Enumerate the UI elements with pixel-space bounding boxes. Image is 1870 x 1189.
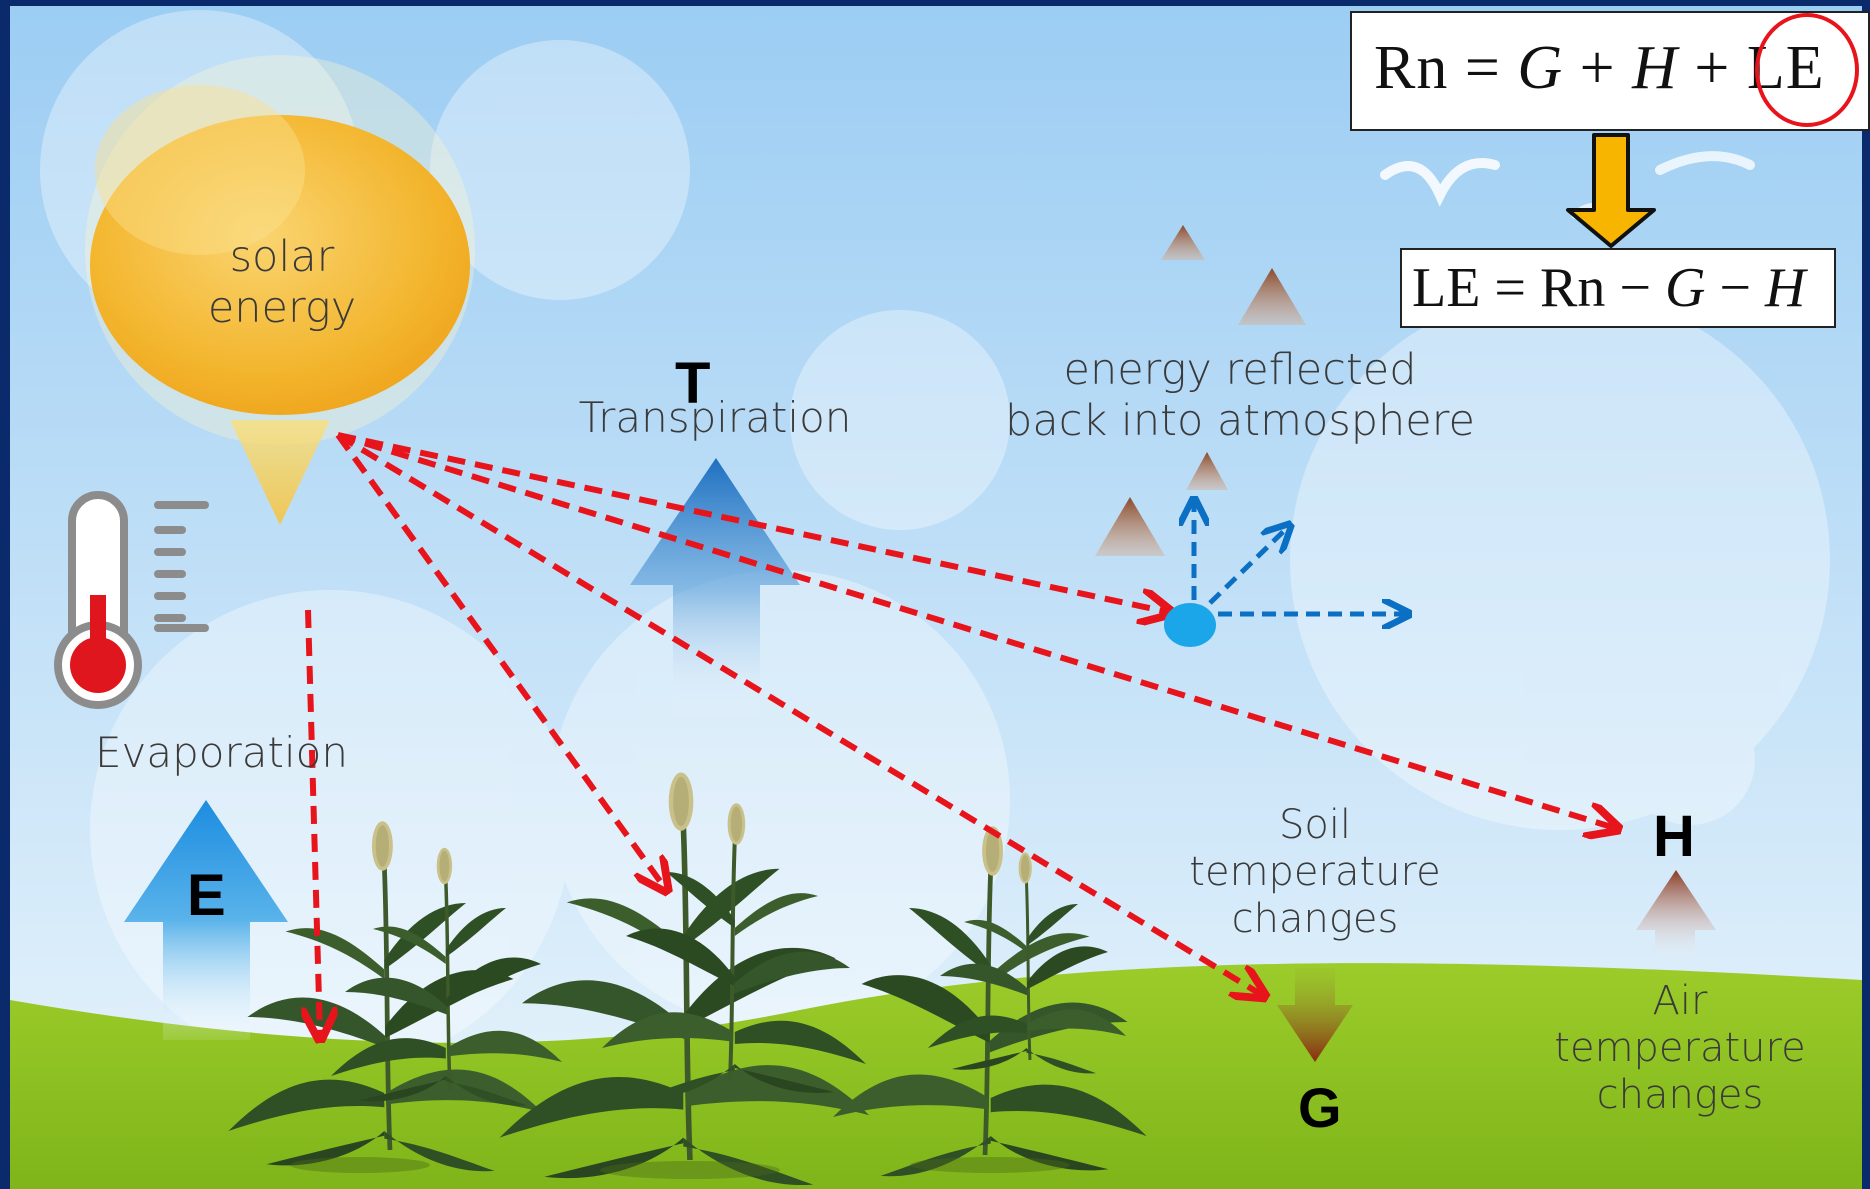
evaporation-label: Evaporation	[95, 728, 348, 777]
air-label-line1: Air	[1652, 978, 1708, 1024]
eq1-g: G	[1517, 34, 1564, 102]
reflected-energy-label: energy reflected back into atmosphere	[980, 345, 1500, 446]
transpiration-symbol: T	[675, 351, 711, 416]
eq1-equals: =	[1464, 34, 1501, 102]
air-temperature-label: Air temperature changes	[1530, 978, 1830, 1120]
solar-label-line2: energy	[207, 282, 357, 333]
transpiration-label: Transpiration	[578, 393, 852, 442]
solar-energy-label: solar energy	[190, 232, 374, 333]
air-label-line3: changes	[1596, 1072, 1764, 1119]
reflected-energy-triangles	[1095, 225, 1306, 556]
eq1-h: H	[1632, 34, 1678, 102]
solar-label-line1: solar	[229, 232, 335, 282]
plant-right	[833, 826, 1147, 1176]
eq2-rn: Rn	[1540, 257, 1606, 319]
eq2-le: LE	[1412, 257, 1481, 319]
eq1-plus2: +	[1694, 34, 1731, 102]
energy-balance-equation: Rn = G + H + LE	[1350, 11, 1870, 131]
reflected-label-line2: back into atmosphere	[1005, 395, 1475, 446]
soil-label-line2: temperature	[1189, 849, 1441, 896]
red-arrow-soil	[336, 432, 1262, 995]
red-arrow-reflection	[337, 432, 1168, 612]
eq2-g: G	[1664, 257, 1706, 319]
evaporation-symbol: E	[187, 863, 226, 928]
sensible-heat-symbol: H	[1653, 804, 1695, 869]
le-highlight-circle	[1755, 13, 1859, 127]
sun-icon	[85, 55, 475, 525]
latent-heat-equation: LE = Rn − G − H	[1400, 248, 1836, 328]
soil-label-line1: Soil	[1278, 802, 1352, 848]
soil-heat-arrow	[1277, 968, 1353, 1062]
soil-heat-symbol: G	[1298, 1076, 1342, 1139]
evaporation-arrow	[124, 800, 288, 1040]
soil-temperature-label: Soil temperature changes	[1165, 802, 1465, 944]
eq2-h: H	[1765, 257, 1806, 319]
soil-label-line3: changes	[1231, 896, 1399, 943]
reflection-point	[1164, 502, 1406, 647]
eq2-minus2: −	[1719, 257, 1752, 319]
red-arrow-plant	[335, 433, 665, 888]
eq1-plus1: +	[1579, 34, 1616, 102]
eq2-minus1: −	[1619, 257, 1651, 319]
plant-center	[500, 772, 870, 1185]
air-label-line2: temperature	[1554, 1025, 1806, 1072]
eq2-equals: =	[1494, 257, 1527, 319]
thermometer-icon	[54, 491, 209, 709]
solar-radiation-arrows	[308, 432, 1615, 1036]
red-arrow-evaporation	[308, 609, 320, 1036]
equation-derivation-arrow	[1566, 133, 1656, 248]
plant-left	[228, 821, 564, 1173]
air-heat-arrow	[1636, 870, 1716, 965]
eq1-rn: Rn	[1374, 34, 1449, 102]
reflected-label-line1: energy reflected	[1063, 345, 1417, 395]
